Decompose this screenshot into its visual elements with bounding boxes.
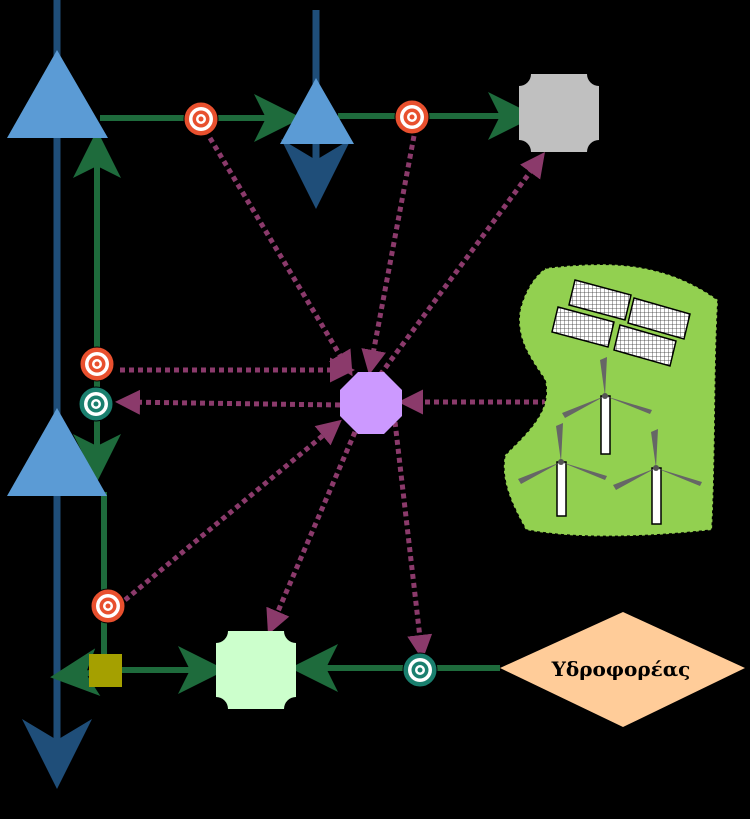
solar-panel-icon — [568, 279, 632, 321]
concentric-target-icon — [90, 588, 126, 624]
sensor-red-1 — [183, 101, 219, 137]
control-links — [115, 135, 547, 660]
flow-junction-to-river — [50, 648, 101, 697]
control-link-sensor2-to-hub — [361, 135, 417, 375]
reservoir-3 — [7, 408, 107, 496]
aquifer-label: Υδροφορέας — [551, 657, 691, 681]
central-control-hub — [340, 372, 402, 434]
junction-node — [89, 654, 122, 687]
control-link-sensor5-to-hub — [123, 419, 342, 602]
solar-panel-icon — [551, 306, 615, 348]
control-link-hub-to-gray-demand — [377, 151, 545, 377]
wind-turbine-icon — [518, 423, 607, 517]
wind-turbine-icon — [562, 357, 652, 455]
aquifer-shape — [500, 612, 745, 727]
sensor-teal-1 — [78, 386, 114, 422]
reservoir-2 — [280, 78, 354, 144]
demand-node-gray — [519, 74, 599, 152]
aquifer-node: Υδροφορέας — [500, 612, 745, 727]
control-link-hub-to-sensor6 — [392, 421, 433, 660]
concentric-target-icon — [394, 99, 430, 135]
concentric-target-icon — [183, 101, 219, 137]
concentric-target-icon — [402, 652, 438, 688]
reservoirs — [7, 50, 354, 496]
concentric-target-icon — [78, 386, 114, 422]
control-link-hub-to-sensor4 — [115, 389, 341, 415]
demand-node-green — [216, 631, 296, 709]
concentric-target-icon — [79, 346, 115, 382]
sensor-red-2 — [394, 99, 430, 135]
control-link-hub-to-green-demand — [266, 431, 358, 635]
sensor-red-4 — [90, 588, 126, 624]
reservoir-1 — [7, 50, 108, 138]
control-link-sensor1-to-hub — [207, 136, 353, 377]
wind-turbine-icon — [613, 429, 702, 525]
solar-panel-icon — [627, 297, 691, 340]
renewable-energy-area — [503, 263, 719, 538]
sensor-teal-2 — [402, 652, 438, 688]
solar-panel-icon — [613, 324, 677, 367]
sensor-red-3 — [79, 346, 115, 382]
solar-panels — [551, 279, 691, 367]
